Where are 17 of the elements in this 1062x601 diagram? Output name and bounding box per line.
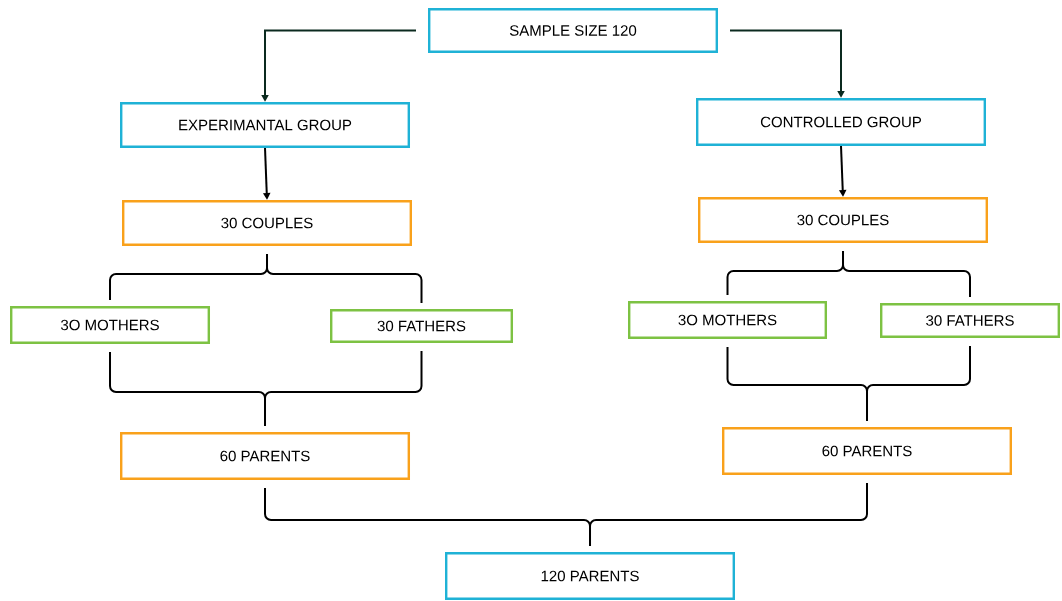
brace-line [266, 253, 423, 304]
member-box: 30 FATHERS [880, 303, 1060, 338]
brace-line [589, 482, 868, 547]
group-box: EXPERIMANTAL GROUP [120, 102, 410, 148]
group-box: SAMPLE SIZE 120 [428, 8, 718, 53]
count-box: 30 COUPLES [122, 200, 412, 246]
member-box: 3O MOTHERS [10, 306, 210, 344]
brace-line [842, 250, 971, 298]
count-box: 60 PARENTS [722, 427, 1012, 475]
count-box: 30 COUPLES [698, 197, 988, 243]
member-box: 30 FATHERS [330, 309, 513, 343]
brace-line [866, 345, 971, 422]
brace-line [264, 350, 423, 427]
count-box: 60 PARENTS [120, 432, 410, 480]
member-box: 3O MOTHERS [628, 301, 827, 339]
group-box: 120 PARENTS [445, 552, 735, 600]
group-box: CONTROLLED GROUP [696, 98, 986, 146]
